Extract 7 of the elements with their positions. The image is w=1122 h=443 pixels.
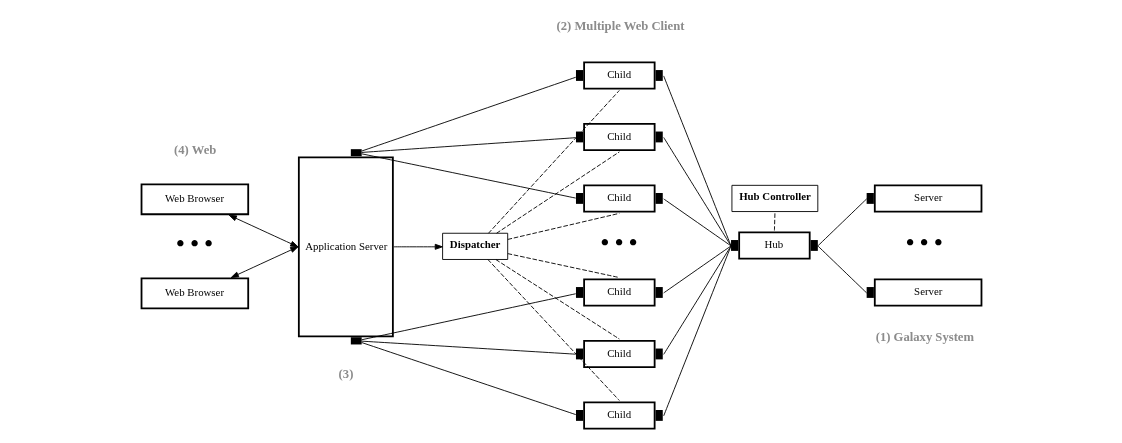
label: • • • [175,229,213,256]
label: (1) Galaxy System [875,330,974,345]
label: • • • [905,228,942,255]
label: (4) Web [173,143,216,158]
label: (3) [338,366,353,381]
label: (2) Multiple Web Client [556,19,684,34]
label: • • • [600,228,637,255]
